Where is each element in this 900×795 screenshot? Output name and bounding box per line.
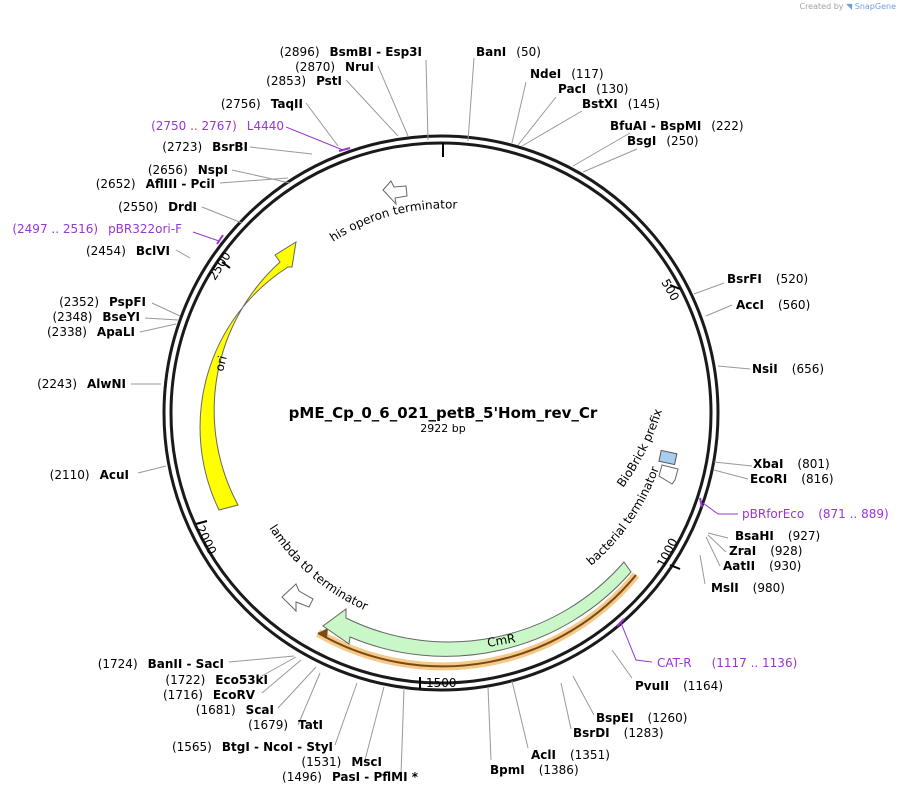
site-16: BspEI(1260) [596, 711, 687, 725]
cmr-orf-line [317, 574, 637, 668]
primer-markers [192, 126, 738, 663]
primer-pbr322ori-mark [216, 234, 224, 245]
site-39: (2853)PstI [266, 74, 342, 88]
site-32: (2352)PspFI [59, 295, 146, 309]
primer-labels: (2750 .. 2767)L4440 (2497 .. 2516)pBR322… [12, 119, 888, 670]
backbone [162, 134, 720, 692]
ori-arrow [199, 240, 297, 511]
site-40: (2870)NruI [295, 60, 374, 74]
credit-brand: SnapGene [854, 2, 896, 11]
lambda-t0-terminator-arrow [281, 583, 314, 613]
site-15: PvuII(1164) [635, 679, 723, 693]
site-3: BstXI(145) [582, 97, 660, 111]
site-11: BsaHI(927) [735, 529, 820, 543]
site-5: BsgI(250) [627, 134, 699, 148]
site-22: (1565)BtgI - NcoI - StyI [172, 740, 333, 754]
site-leaders [131, 57, 753, 776]
cmr-arrow [322, 561, 632, 657]
tick-mark-1000 [669, 564, 681, 570]
ori-label: ori [212, 354, 229, 373]
site-13: AatII(930) [723, 559, 801, 573]
tick-label-1000: 1000 [654, 536, 680, 570]
tick-label-2500: 2500 [206, 249, 234, 282]
plasmid-name: pME_Cp_0_6_021_petB_5'Hom_rev_Cr [289, 404, 598, 422]
site-1: NdeI(117) [530, 67, 604, 81]
primer-l4440-leader [285, 126, 344, 151]
site-21: (1531)MscI [301, 755, 382, 769]
site-36: (2656)NspI [148, 163, 228, 177]
site-17: BsrDI(1283) [573, 726, 664, 740]
primer-pbrforeco: pBRforEco(871 .. 889) [742, 507, 889, 521]
tick-label-2000: 2000 [193, 523, 219, 557]
site-9: XbaI(801) [753, 457, 830, 471]
site-37: (2723)BsrBI [162, 140, 248, 154]
snapgene-credit: Created by ◥ SnapGene [799, 2, 896, 11]
ticks: 500 1000 1500 2000 2500 [193, 249, 682, 690]
biobrick-prefix-box [658, 449, 678, 466]
site-labels: BanI(50) NdeI(117) PacI(130) BstXI(145) … [37, 45, 833, 784]
primer-pbrforeco-mark [699, 497, 703, 508]
site-29: (2243)AlwNI [37, 377, 126, 391]
primer-pbrforeco-leader [702, 502, 738, 515]
snapgene-logo-icon: ◥ [846, 2, 853, 11]
site-25: (1716)EcoRV [163, 688, 256, 702]
cmr-label: CmR [486, 631, 516, 650]
biobrick-terminator-arrow [658, 464, 679, 485]
site-4: BfuAI - BspMI(222) [610, 119, 744, 133]
site-27: (1724)BanII - SacI [98, 657, 224, 671]
tick-mark-2500 [221, 261, 231, 269]
credit-prefix: Created by [799, 2, 844, 11]
site-26: (1722)Eco53kI [165, 673, 268, 687]
primer-catr-mark [616, 618, 625, 627]
site-19: BpmI(1386) [490, 763, 579, 777]
site-24: (1681)ScaI [196, 703, 274, 717]
site-31: (2348)BseYI [53, 310, 141, 324]
plasmid-length: 2922 bp [420, 422, 465, 435]
primer-pbr322ori-leader [192, 231, 220, 242]
primer-l4440: (2750 .. 2767)L4440 [151, 119, 284, 133]
site-18: AclI(1351) [531, 748, 610, 762]
his-operon-terminator-label: his operon terminator [327, 197, 458, 244]
site-30: (2338)ApaLI [47, 325, 135, 339]
site-6: BsrFI(520) [727, 272, 808, 286]
cmr-orf-arrowhead [318, 628, 328, 638]
site-7: AccI(560) [736, 298, 810, 312]
primer-pbr322ori-f: (2497 .. 2516)pBR322ori-F [12, 222, 182, 236]
primer-catr-leader [620, 622, 653, 663]
site-10: EcoRI(816) [750, 472, 834, 486]
lambda-t0-terminator-label: lambda t0 terminator [266, 522, 370, 613]
site-34: (2550)DrdI [118, 200, 197, 214]
site-2: PacI(130) [558, 82, 628, 96]
site-28: (2110)AcuI [50, 468, 129, 482]
site-38: (2756)TaqII [221, 97, 303, 111]
site-20: (1496)PasI - PflMI * [282, 770, 419, 784]
site-0: BanI(50) [476, 45, 541, 59]
site-33: (2454)BclVI [86, 244, 170, 258]
site-14: MslI(980) [711, 581, 785, 595]
site-41: (2896)BsmBI - Esp3I [280, 45, 422, 59]
tick-mark-500 [669, 284, 681, 290]
site-35: (2652)AflIII - PciI [96, 177, 215, 191]
his-operon-terminator-arrow [382, 180, 408, 206]
site-12: ZraI(928) [729, 544, 802, 558]
tick-mark-2000 [195, 520, 208, 525]
site-8: NsiI(656) [752, 362, 824, 376]
backbone-outer-ring [162, 134, 720, 692]
tick-label-500: 500 [658, 277, 682, 304]
primer-l4440-mark [338, 147, 351, 152]
primer-cat-r: CAT-R(1117 .. 1136) [657, 656, 797, 670]
backbone-inner-ring [169, 141, 713, 685]
site-23: (1679)TatI [248, 718, 323, 732]
tick-label-1500: 1500 [426, 676, 457, 690]
